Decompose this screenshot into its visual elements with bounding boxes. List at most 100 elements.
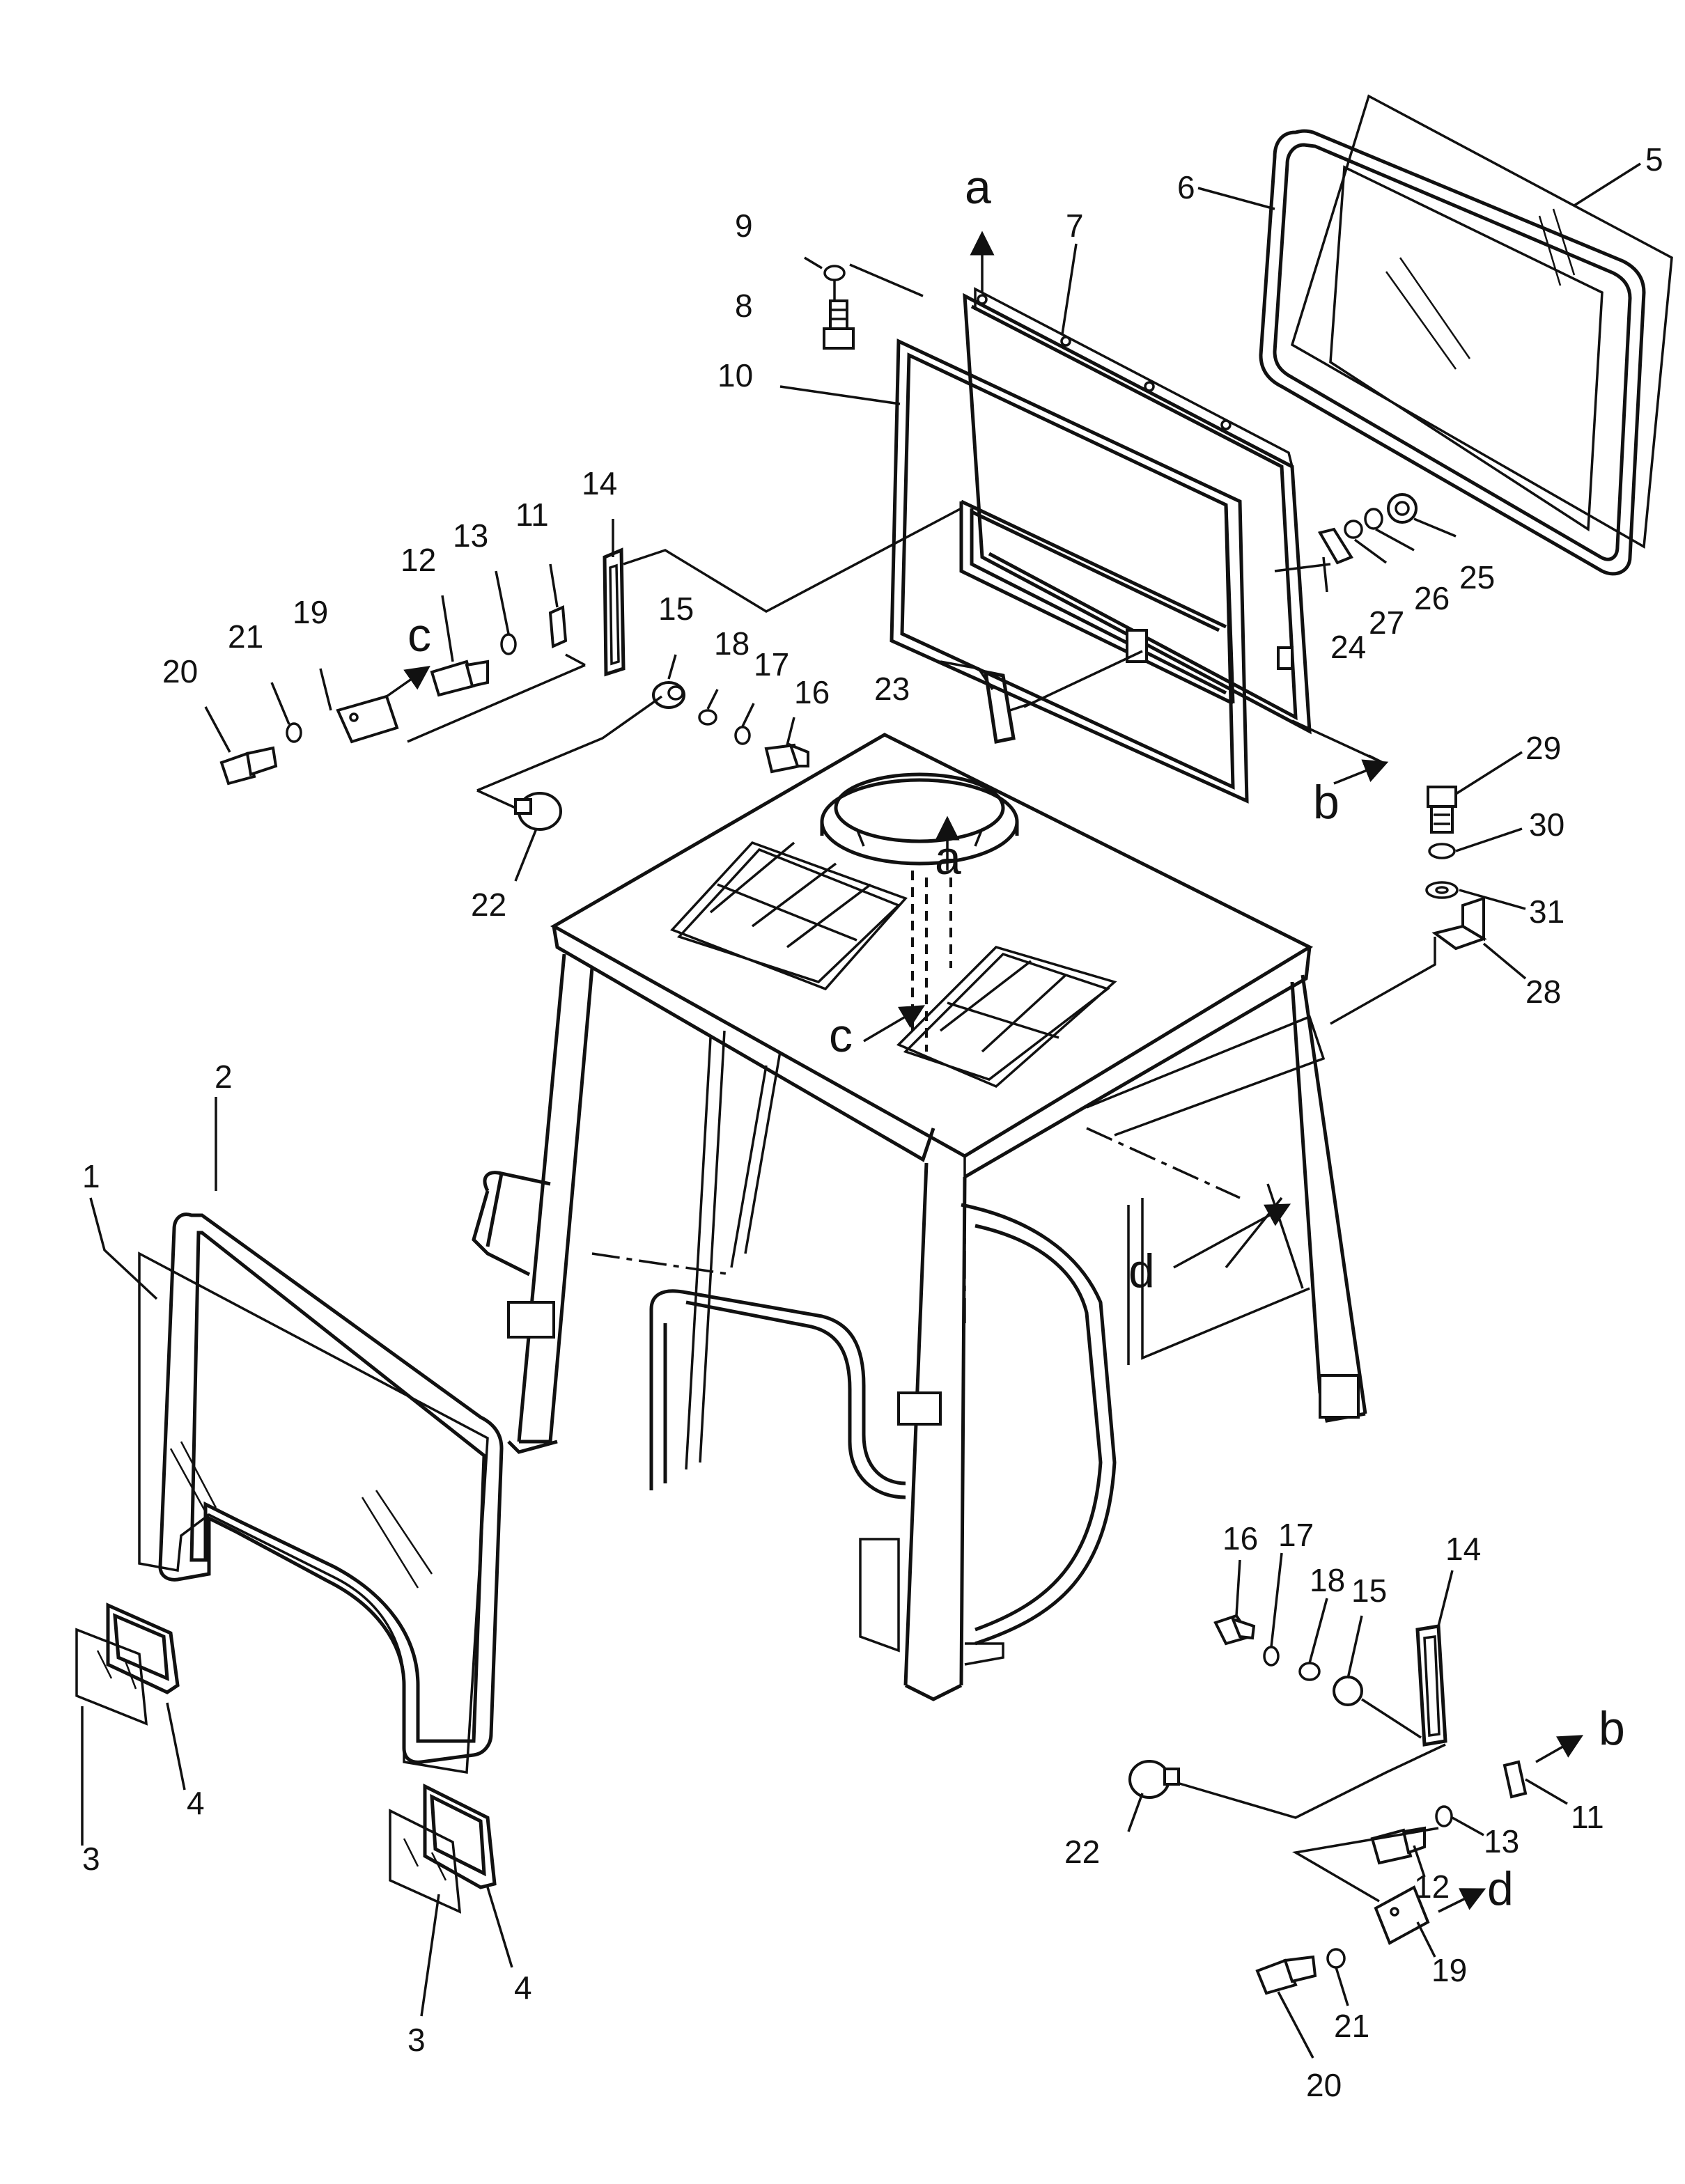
label-16-lower: 16 — [1222, 1520, 1258, 1557]
label-26: 26 — [1414, 580, 1450, 616]
label-4-lower: 4 — [514, 1970, 532, 2006]
letter-b-upper: b — [1313, 776, 1340, 829]
part-31-washer — [1425, 881, 1459, 899]
label-21-lower: 21 — [1334, 2008, 1369, 2044]
letter-c-roof: c — [829, 1009, 853, 1062]
label-12-lower: 12 — [1414, 1869, 1450, 1905]
part-7-window-frame — [963, 287, 1312, 735]
label-12: 12 — [401, 542, 436, 578]
roof-dashed-lines — [911, 871, 952, 1052]
label-15-lower: 15 — [1351, 1573, 1387, 1609]
part-10-window-frame — [890, 338, 1249, 804]
label-20-lower: 20 — [1306, 2067, 1342, 2103]
label-31: 31 — [1529, 894, 1564, 930]
part-15-bushing-lower — [1333, 1676, 1363, 1706]
label-17-lower: 17 — [1278, 1517, 1314, 1553]
part-26-washer — [1364, 508, 1383, 530]
leader-lines — [81, 162, 1641, 2059]
part-14-bracket — [603, 547, 626, 677]
label-11: 11 — [515, 497, 549, 533]
label-5: 5 — [1645, 141, 1663, 178]
label-2: 2 — [215, 1059, 233, 1095]
part-25-nut — [1387, 493, 1418, 524]
label-7: 7 — [1066, 208, 1084, 244]
part-28-bracket — [1431, 896, 1487, 951]
part-18-washer-lower — [1298, 1662, 1321, 1681]
label-25: 25 — [1459, 559, 1495, 595]
cab-frame — [472, 733, 1367, 1701]
part-29-bolt — [1427, 786, 1457, 834]
part-11-clip-lower — [1502, 1760, 1528, 1799]
label-9: 9 — [735, 208, 753, 244]
label-11-lower: 11 — [1571, 1799, 1604, 1835]
part-12-bolt-lower — [1370, 1826, 1426, 1865]
label-19-lower: 19 — [1431, 1952, 1467, 1988]
letter-c-left: c — [407, 609, 431, 662]
letter-a-roof: a — [935, 832, 961, 884]
part-30-washer — [1428, 843, 1456, 859]
label-20: 20 — [162, 653, 198, 689]
part-15-bushing — [652, 681, 685, 709]
label-16: 16 — [794, 674, 830, 710]
part-22-knob-lower — [1128, 1760, 1180, 1799]
label-19: 19 — [293, 594, 328, 630]
label-24: 24 — [1330, 629, 1366, 665]
part-27-washer — [1344, 520, 1363, 539]
part-12-bolt — [430, 660, 489, 697]
label-27: 27 — [1369, 604, 1404, 641]
part-19-bracket — [336, 694, 399, 744]
part-3-4-small-glass-b — [389, 1783, 497, 1914]
label-18: 18 — [714, 625, 750, 662]
label-21: 21 — [228, 618, 263, 655]
part-11-clip — [548, 605, 568, 648]
letter-d-lower: d — [1487, 1862, 1514, 1915]
part-16-bolt-lower — [1213, 1614, 1256, 1646]
part-6-seal — [1259, 129, 1646, 576]
label-18-lower: 18 — [1310, 1562, 1345, 1598]
part-13-ring — [500, 633, 517, 655]
part-8-bolt — [823, 299, 855, 350]
label-3-lower: 3 — [407, 2022, 426, 2058]
part-16-bolt — [764, 742, 809, 774]
label-22-lower: 22 — [1064, 1834, 1100, 1870]
part-20-bolt — [219, 746, 278, 786]
letter-b-lower: b — [1599, 1702, 1625, 1755]
roof-vent — [820, 772, 1019, 866]
label-17: 17 — [754, 646, 789, 682]
label-8: 8 — [735, 288, 753, 324]
label-13: 13 — [453, 517, 488, 554]
part-21-washer — [286, 722, 302, 743]
part-17-washer-lower — [1263, 1646, 1280, 1667]
part-labels: 1 2 3 4 5 6 7 8 9 10 11 12 13 14 15 16 1… — [82, 141, 1663, 2103]
part-2-front-seal — [158, 1212, 504, 1764]
part-21-washer-lower — [1326, 1948, 1346, 1969]
reference-arrows — [385, 231, 1584, 1913]
label-1: 1 — [82, 1158, 100, 1194]
label-22: 22 — [471, 887, 506, 923]
label-3: 3 — [82, 1841, 100, 1877]
label-23: 23 — [874, 671, 910, 707]
part-22-knob — [514, 792, 562, 831]
part-20-bolt-lower — [1255, 1955, 1317, 1995]
roof-grille-right — [896, 946, 1117, 1089]
part-3-4-small-glass-a — [75, 1602, 180, 1726]
letter-a-top: a — [965, 161, 991, 214]
part-19-bracket-lower — [1374, 1885, 1430, 1945]
label-30: 30 — [1529, 806, 1564, 843]
label-6: 6 — [1177, 169, 1195, 205]
part-13-ring-lower — [1435, 1805, 1453, 1827]
label-13-lower: 13 — [1484, 1823, 1519, 1859]
letter-d-cab: d — [1128, 1245, 1155, 1297]
part-14-bracket-lower — [1415, 1624, 1447, 1747]
label-4: 4 — [187, 1785, 205, 1821]
part-18-washer — [698, 709, 717, 726]
label-28: 28 — [1525, 974, 1561, 1010]
part-5-rear-glass — [1290, 94, 1673, 549]
label-14: 14 — [582, 465, 617, 501]
arrow-letter-labels: a a b b c c d d — [407, 161, 1625, 1915]
label-14-lower: 14 — [1445, 1531, 1481, 1567]
roof-grille-left — [669, 841, 908, 991]
label-15: 15 — [658, 591, 694, 627]
label-29: 29 — [1525, 730, 1561, 766]
